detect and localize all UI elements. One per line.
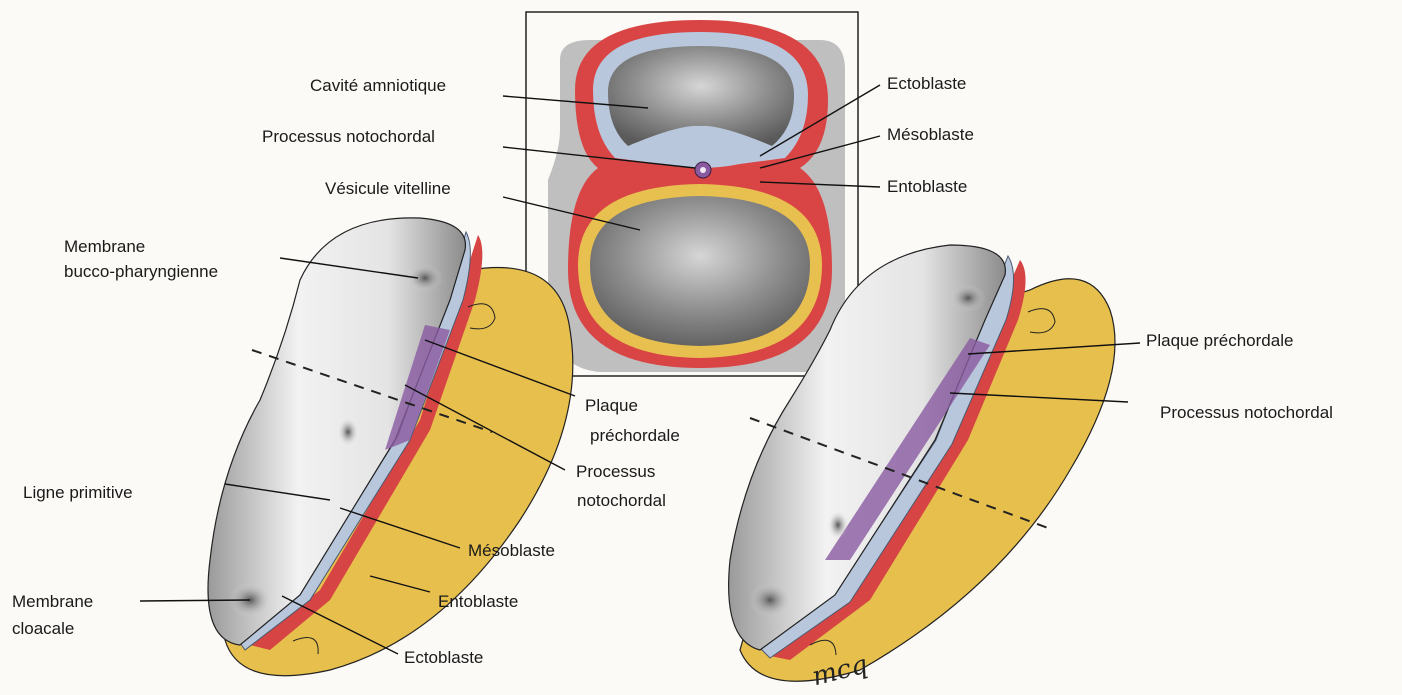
label-entoblaste-left: Entoblaste — [438, 591, 518, 613]
label-ectoblaste-left: Ectoblaste — [404, 647, 483, 669]
label-membrane-cloacale-1: Membrane — [12, 591, 93, 613]
cross-section — [526, 12, 858, 376]
left-primitive-node — [338, 418, 358, 446]
left-pit-top — [407, 264, 443, 292]
label-ectoblaste-top: Ectoblaste — [887, 73, 966, 95]
label-plaque-prechordale-right: Plaque préchordale — [1146, 330, 1293, 352]
right-primitive-node — [828, 511, 848, 539]
label-processus-notochordal-top: Processus notochordal — [262, 126, 435, 148]
label-plaque-left-2: préchordale — [590, 425, 680, 447]
label-membrane-bucco-2: bucco-pharyngienne — [64, 261, 218, 283]
right-pit-top — [950, 284, 986, 312]
label-processus-notochordal-right: Processus notochordal — [1160, 402, 1333, 424]
label-membrane-cloacale-2: cloacale — [12, 618, 74, 640]
label-vesicule-vitelline: Vésicule vitelline — [325, 178, 451, 200]
label-mesoblaste-left: Mésoblaste — [468, 540, 555, 562]
label-plaque-left-1: Plaque — [585, 395, 638, 417]
right-pit-bottom — [748, 582, 792, 618]
label-membrane-bucco-1: Membrane — [64, 236, 145, 258]
label-mesoblaste-top: Mésoblaste — [887, 124, 974, 146]
label-ligne-primitive: Ligne primitive — [23, 482, 133, 504]
yolk-sac-cavity — [590, 196, 810, 346]
label-cavite-amniotique: Cavité amniotique — [310, 75, 446, 97]
label-entoblaste-top: Entoblaste — [887, 176, 967, 198]
label-processus-left-2: notochordal — [577, 490, 666, 512]
label-processus-left-1: Processus — [576, 461, 655, 483]
